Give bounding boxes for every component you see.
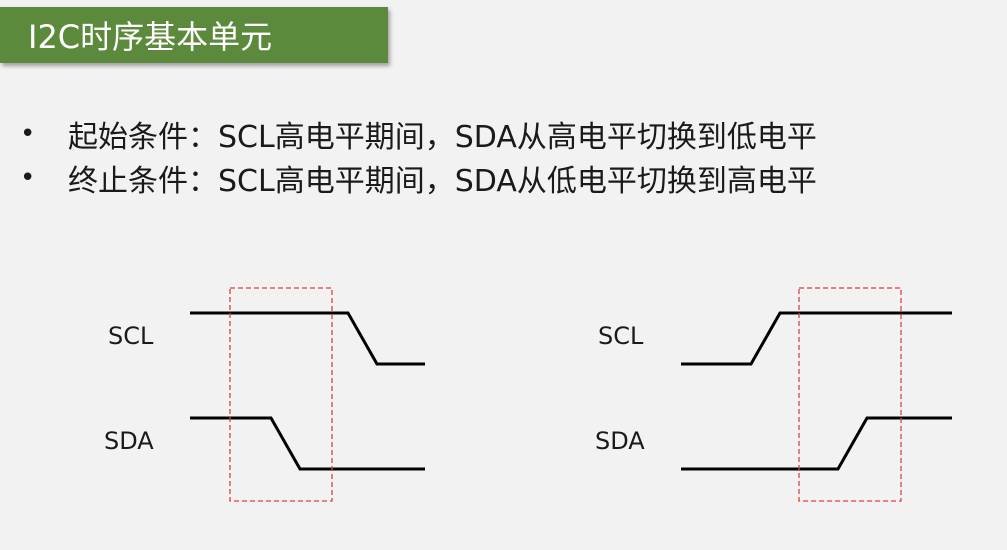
stop-highlight-box bbox=[798, 287, 902, 502]
bullet-item-start-condition: • 起始条件：SCL高电平期间，SDA从高电平切换到低电平 bbox=[20, 112, 817, 156]
bullet-dot-icon: • bbox=[20, 119, 36, 149]
start-highlight-box bbox=[229, 287, 333, 502]
stop-condition-diagram: SCL SDA bbox=[595, 287, 952, 502]
start-condition-diagram: SCL SDA bbox=[104, 287, 425, 502]
bullet-text: 终止条件：SCL高电平期间，SDA从低电平切换到高电平 bbox=[68, 164, 817, 199]
scl-waveform bbox=[681, 311, 952, 366]
scl-label: SCL bbox=[108, 322, 154, 350]
title-bar: I2C时序基本单元 bbox=[0, 7, 388, 63]
sda-waveform bbox=[190, 416, 425, 471]
bullet-list: • 起始条件：SCL高电平期间，SDA从高电平切换到低电平 • 终止条件：SCL… bbox=[20, 112, 817, 200]
scl-label: SCL bbox=[598, 322, 644, 350]
bullet-dot-icon: • bbox=[20, 163, 36, 193]
slide-title: I2C时序基本单元 bbox=[28, 18, 273, 56]
scl-waveform bbox=[190, 311, 425, 366]
sda-waveform bbox=[681, 416, 952, 471]
sda-label: SDA bbox=[104, 427, 154, 455]
bullet-text: 起始条件：SCL高电平期间，SDA从高电平切换到低电平 bbox=[68, 120, 817, 155]
sda-label: SDA bbox=[595, 427, 645, 455]
bullet-item-stop-condition: • 终止条件：SCL高电平期间，SDA从低电平切换到高电平 bbox=[20, 156, 817, 200]
